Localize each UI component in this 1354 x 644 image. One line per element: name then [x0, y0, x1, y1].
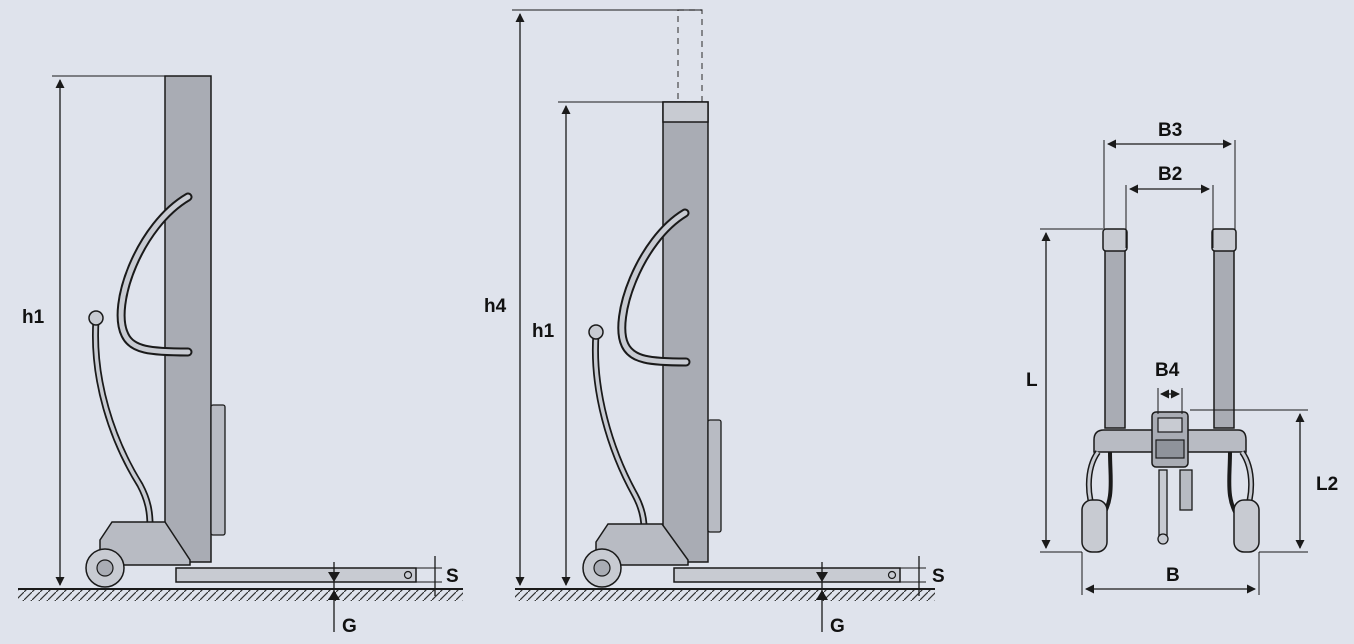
- mast: [164, 75, 212, 563]
- label-s: S: [446, 566, 459, 587]
- label-b4: B4: [1155, 360, 1180, 381]
- tiller-knob: [588, 324, 604, 340]
- mast: [662, 101, 709, 563]
- ground-hatch: [18, 589, 463, 601]
- fork: [175, 567, 417, 583]
- mast-motor: [707, 419, 722, 533]
- mast-motor: [210, 404, 226, 536]
- tiller-shaft: [1158, 469, 1168, 537]
- label-b: B: [1166, 565, 1180, 586]
- ground-hatch: [515, 589, 935, 601]
- right-leg-cap: [1211, 228, 1237, 252]
- label-h4: h4: [484, 296, 507, 317]
- fork: [673, 567, 901, 583]
- right-wheel: [1233, 499, 1260, 553]
- mast-top-cap: [662, 101, 709, 123]
- label-h1: h1: [22, 307, 45, 328]
- label-l: L: [1026, 370, 1038, 391]
- tiller-knob: [88, 310, 104, 326]
- label-g: G: [830, 616, 845, 637]
- mast-extension: [677, 9, 703, 103]
- label-l2: L2: [1316, 474, 1338, 495]
- side-view-lowered: h1 S G: [18, 75, 463, 637]
- front-view: B3 B2 B4 L L2 B: [1026, 120, 1338, 595]
- label-b2: B2: [1158, 164, 1182, 185]
- label-h1: h1: [532, 321, 555, 342]
- left-leg-cap: [1102, 228, 1128, 252]
- side-view-raised: h4 h1 S G: [484, 9, 945, 637]
- right-leg: [1213, 247, 1235, 429]
- label-g: G: [342, 616, 357, 637]
- left-leg: [1104, 247, 1126, 429]
- label-s: S: [932, 566, 945, 587]
- left-wheel: [1081, 499, 1108, 553]
- label-b3: B3: [1158, 120, 1182, 141]
